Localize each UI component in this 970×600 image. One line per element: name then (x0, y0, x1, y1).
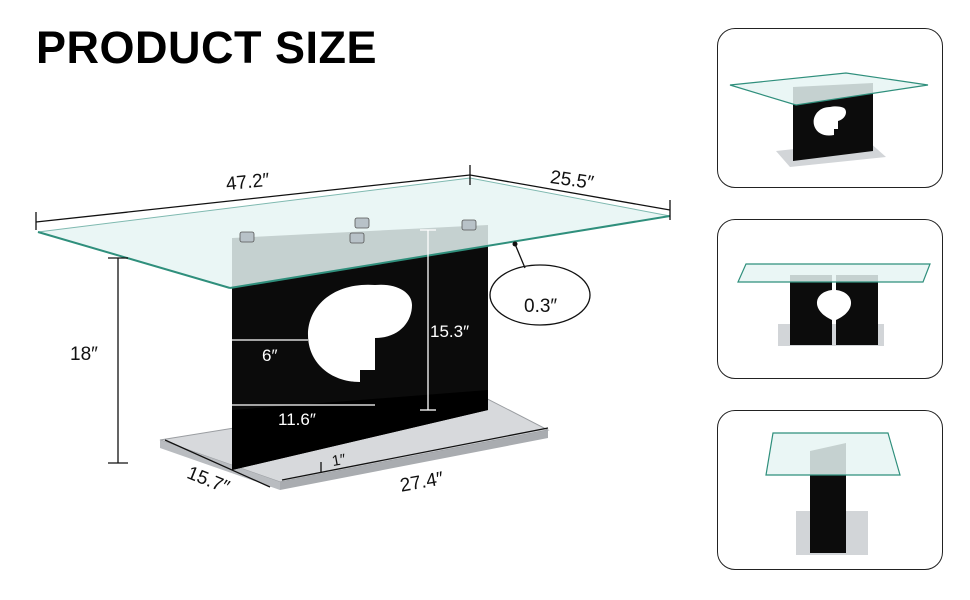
table-side-image (765, 432, 901, 555)
page-title: PRODUCT SIZE (36, 22, 378, 73)
pedestal-width-label: 11.6″ (278, 410, 316, 429)
table-front-image (737, 263, 931, 346)
length-dimension-label: 47.2″ (224, 169, 271, 196)
thumbnail-front-view[interactable] (717, 219, 943, 379)
table-perspective-image (729, 72, 929, 167)
thumbnail-side-view[interactable] (717, 410, 943, 570)
pedestal-height-label: 15.3″ (430, 322, 470, 341)
opening-width-label: 6″ (262, 346, 278, 365)
thumbnail-perspective-view[interactable] (717, 28, 943, 188)
height-dimension-label: 18″ (70, 344, 98, 365)
table-dimension-diagram (35, 165, 671, 490)
base-thickness-label: 1″ (330, 450, 348, 471)
glass-thickness-label: 0.3″ (524, 296, 558, 317)
